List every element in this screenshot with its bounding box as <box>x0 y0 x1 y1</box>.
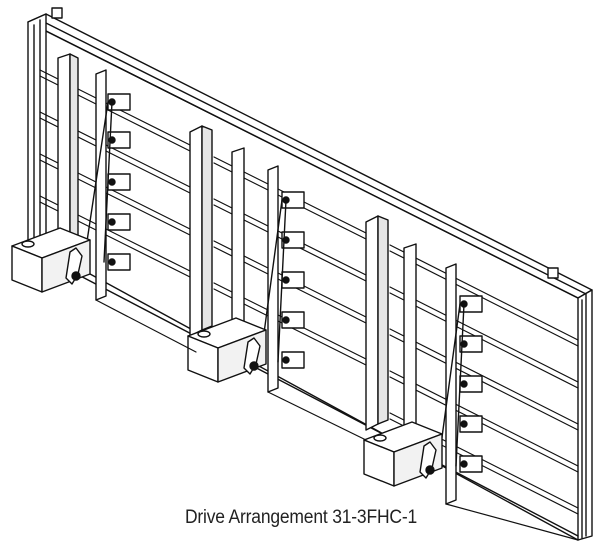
actuator-2 <box>187 317 267 383</box>
frame-flanges <box>95 299 579 541</box>
damper-frame <box>27 7 593 541</box>
crank-brackets <box>85 93 483 473</box>
actuator-1 <box>11 227 91 293</box>
bracket-group-3 <box>439 295 483 473</box>
figure-caption: Drive Arrangement 31-3FHC-1 <box>184 507 418 528</box>
bracket-group-1 <box>85 93 131 271</box>
bracket-group-2 <box>261 191 305 369</box>
actuators <box>11 227 443 487</box>
actuator-3 <box>363 421 443 487</box>
